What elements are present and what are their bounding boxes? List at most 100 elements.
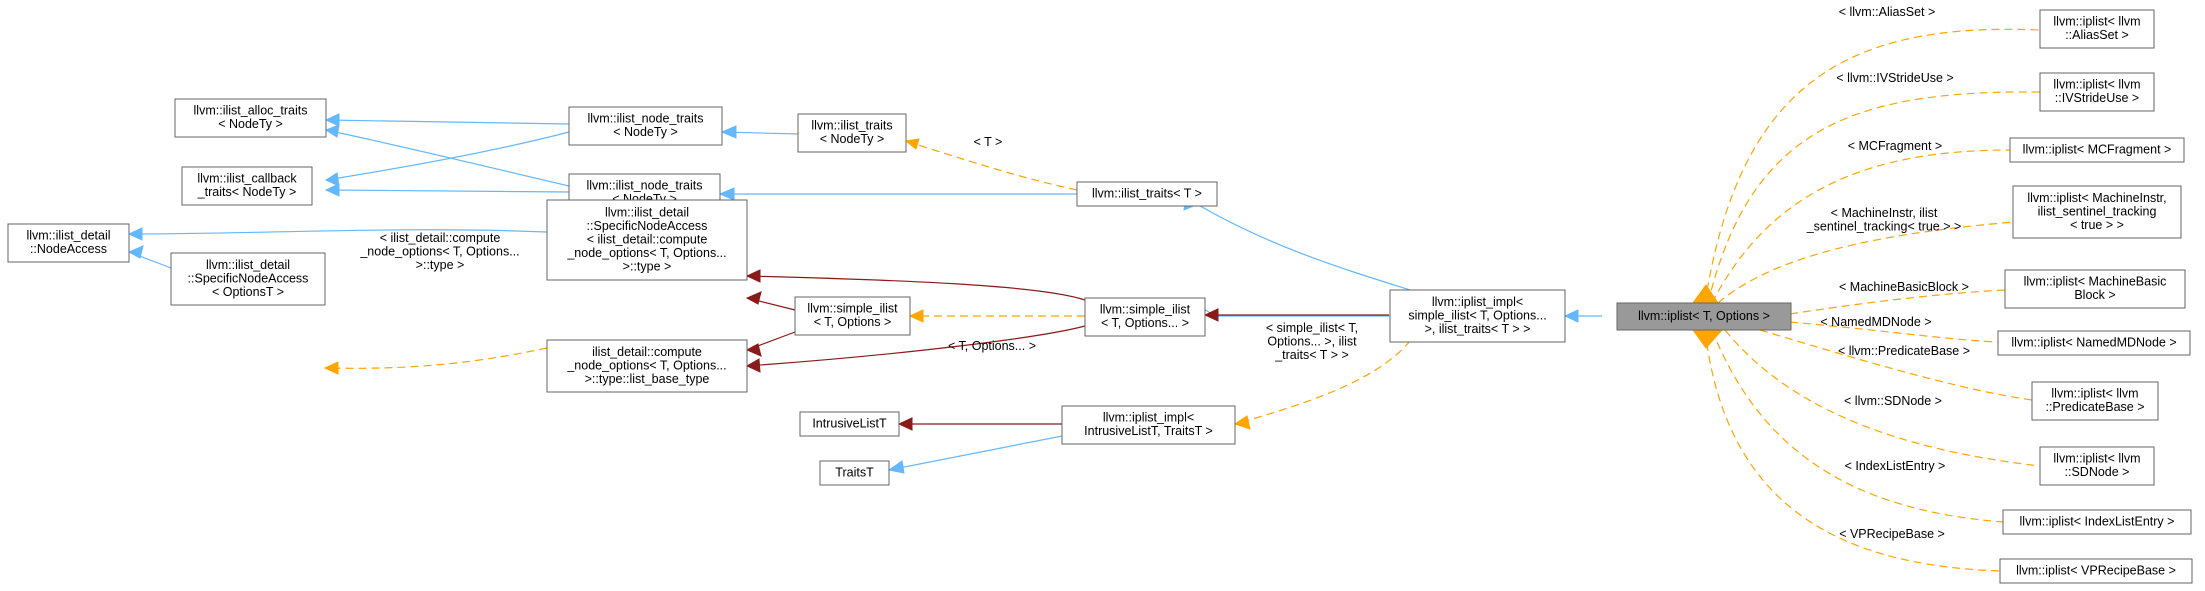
node-box [819, 460, 890, 486]
node-label-line: llvm::ilist_traits [811, 119, 892, 133]
node-box [2039, 446, 2155, 486]
node-box [546, 339, 748, 393]
edge-label-line: < ilist_detail::compute [380, 231, 501, 245]
node-label-line: llvm::ilist_detail [605, 205, 689, 219]
node-label-line: llvm::simple_ilist [807, 302, 898, 316]
node-list-base-type[interactable]: ilist_detail::compute_node_options< T, O… [546, 339, 748, 393]
node-label-line: llvm::ilist_alloc_traits [194, 104, 308, 118]
edge-label-indexlist: < IndexListEntry > [1845, 459, 1946, 473]
node-label-line: >, ilist_traits< T > > [1425, 322, 1531, 336]
edge-label-line: < llvm::PredicateBase > [1838, 344, 1970, 358]
node-iplist-machinebasicblock[interactable]: llvm::iplist< MachineBasicBlock > [2004, 269, 2186, 309]
node-label-line: llvm::iplist< llvm [2053, 452, 2140, 466]
node-box [797, 113, 907, 153]
edge-tpl-indexlist [1711, 329, 2004, 523]
edge-label-line: _sentinel_tracking< true > > [1806, 220, 1962, 234]
node-iplist-ivstrideuse[interactable]: llvm::iplist< llvm::IVStrideUse > [2039, 72, 2155, 112]
edge-traitst-to-iplist-impl2 [888, 435, 1063, 471]
edge-label-line: < IndexListEntry > [1845, 459, 1946, 473]
node-box [794, 296, 911, 336]
edges [127, 28, 2041, 572]
node-label-line: ::IVStrideUse > [2055, 91, 2139, 105]
node-label-line: llvm::ilist_detail [26, 229, 110, 243]
node-iplist-namedmdnode[interactable]: llvm::iplist< NamedMDNode > [1997, 330, 2191, 356]
node-box [568, 106, 723, 146]
edge-label-line: < llvm::AliasSet > [1839, 5, 1936, 19]
node-intrusive-list-t[interactable]: IntrusiveListT [799, 411, 900, 437]
node-box [546, 199, 748, 281]
node-ilist-alloc-traits[interactable]: llvm::ilist_alloc_traits< NodeTy > [174, 98, 327, 138]
node-iplist-machineinstr[interactable]: llvm::iplist< MachineInstr,ilist_sentine… [2012, 185, 2182, 239]
node-box [1389, 289, 1566, 343]
node-label-line: llvm::iplist< MachineBasic [2024, 275, 2167, 289]
node-label-line: llvm::ilist_callback [197, 172, 297, 186]
node-iplist-sdnode[interactable]: llvm::iplist< llvm::SDNode > [2039, 446, 2155, 486]
node-ilist-traits-nodety[interactable]: llvm::ilist_traits< NodeTy > [797, 113, 907, 153]
edge-label-line: < MachineInstr, ilist [1831, 206, 1938, 220]
node-specific-node-access-optionst[interactable]: llvm::ilist_detail::SpecificNodeAccess< … [170, 252, 326, 306]
edge-label-predbase: < llvm::PredicateBase > [1838, 344, 1970, 358]
edge-label-ivstride: < llvm::IVStrideUse > [1836, 71, 1953, 85]
node-ilist-detail-node-access[interactable]: llvm::ilist_detail::NodeAccess [7, 223, 130, 263]
edge-label-line: < llvm::SDNode > [1844, 394, 1942, 408]
node-label-line: llvm::iplist< llvm [2053, 78, 2140, 92]
edge-ilist-traits-t-to-iplist-impl [1189, 199, 1411, 291]
node-iplist-aliasset[interactable]: llvm::iplist< llvm::AliasSet > [2039, 9, 2155, 49]
node-traits-t[interactable]: TraitsT [819, 460, 890, 486]
edge-label-namedmd: < NamedMDNode > [1820, 315, 1931, 329]
node-label-line: llvm::iplist< MCFragment > [2023, 142, 2172, 156]
node-box [2039, 72, 2155, 112]
node-iplist-indexlistentry[interactable]: llvm::iplist< IndexListEntry > [2002, 509, 2192, 535]
node-iplist-impl-intrusive[interactable]: llvm::iplist_impl<IntrusiveListT, Traits… [1061, 405, 1236, 445]
arrowhead-simple-ilist-to-impl [1203, 308, 1219, 322]
arrowhead-tpl-impl2 [1233, 415, 1251, 430]
edge-tpl-mbb [1789, 289, 2006, 315]
edge-label-simple-ilist-opts: < T, Options... > [948, 339, 1036, 353]
node-iplist-mcfragment[interactable]: llvm::iplist< MCFragment > [2009, 137, 2185, 163]
node-label-line: llvm::iplist_impl< [1103, 411, 1194, 425]
node-iplist-vprecipebase[interactable]: llvm::iplist< VPRecipeBase > [1999, 558, 2193, 584]
node-label-line: llvm::iplist< T, Options > [1638, 309, 1770, 323]
arrowhead-tpl-snac-opts [323, 361, 339, 375]
edge-node-access-to-snac-compute [128, 229, 548, 235]
edge-tpl-alias [1704, 28, 2041, 304]
edge-label-line: < VPRecipeBase > [1839, 527, 1945, 541]
arrowhead-traitst [887, 460, 905, 474]
edge-label-line: < T, Options... > [948, 339, 1036, 353]
arrowhead-alloc-1 [324, 113, 340, 127]
node-specific-node-access-compute[interactable]: llvm::ilist_detail::SpecificNodeAccess< … [546, 199, 748, 281]
edge-tpl-snac-opts [324, 347, 548, 369]
edge-list-base-to-simple-ilist [746, 325, 1086, 367]
node-iplist-predicatebase[interactable]: llvm::iplist< llvm::PredicateBase > [2031, 381, 2159, 421]
node-label-line: llvm::iplist< VPRecipeBase > [2016, 563, 2176, 577]
arrowhead-tpl-cluster [1692, 284, 1719, 304]
node-label-line: IntrusiveListT [812, 416, 887, 430]
edge-tpl-ivstride [1707, 91, 2041, 304]
edge-tpl-predbase [1759, 329, 2033, 401]
node-label-line: _node_options< T, Options... [566, 246, 726, 260]
arrowhead-snac-1 [745, 269, 761, 283]
node-label-line: < ilist_detail::compute [587, 232, 708, 246]
node-simple-ilist-options[interactable]: llvm::simple_ilist< T, Options > [794, 296, 911, 336]
node-ilist-callback-traits[interactable]: llvm::ilist_callback_traits< NodeTy > [181, 166, 313, 206]
node-box [1997, 330, 2191, 356]
node-ilist-node-traits-1[interactable]: llvm::ilist_node_traits< NodeTy > [568, 106, 723, 146]
node-box [1084, 297, 1206, 337]
edge-label-line: < MachineBasicBlock > [1839, 280, 1969, 294]
node-iplist-impl[interactable]: llvm::iplist_impl<simple_ilist< T, Optio… [1389, 289, 1566, 343]
node-iplist-main[interactable]: llvm::iplist< T, Options > [1616, 302, 1792, 331]
node-box [1616, 302, 1792, 331]
edge-label-ilist-traits-t: < T > [974, 135, 1003, 149]
node-ilist-traits-t[interactable]: llvm::ilist_traits< T > [1076, 181, 1218, 207]
node-label-line: ::AliasSet > [2065, 28, 2129, 42]
edge-alloc-to-node-traits2 [325, 129, 570, 187]
arrowhead-tpl-simple-ilist-opts [908, 309, 924, 323]
node-label-line: < NodeTy > [820, 132, 885, 146]
edge-label-mbb: < MachineBasicBlock > [1839, 280, 1969, 294]
node-simple-ilist[interactable]: llvm::simple_ilist< T, Options... > [1084, 297, 1206, 337]
node-label-line: _node_options< T, Options... [566, 358, 726, 372]
node-label-line: ilist_sentinel_tracking [2038, 204, 2157, 218]
edge-label-line: Options... >, ilist [1267, 335, 1357, 349]
node-label-line: ::SpecificNodeAccess [188, 271, 309, 285]
